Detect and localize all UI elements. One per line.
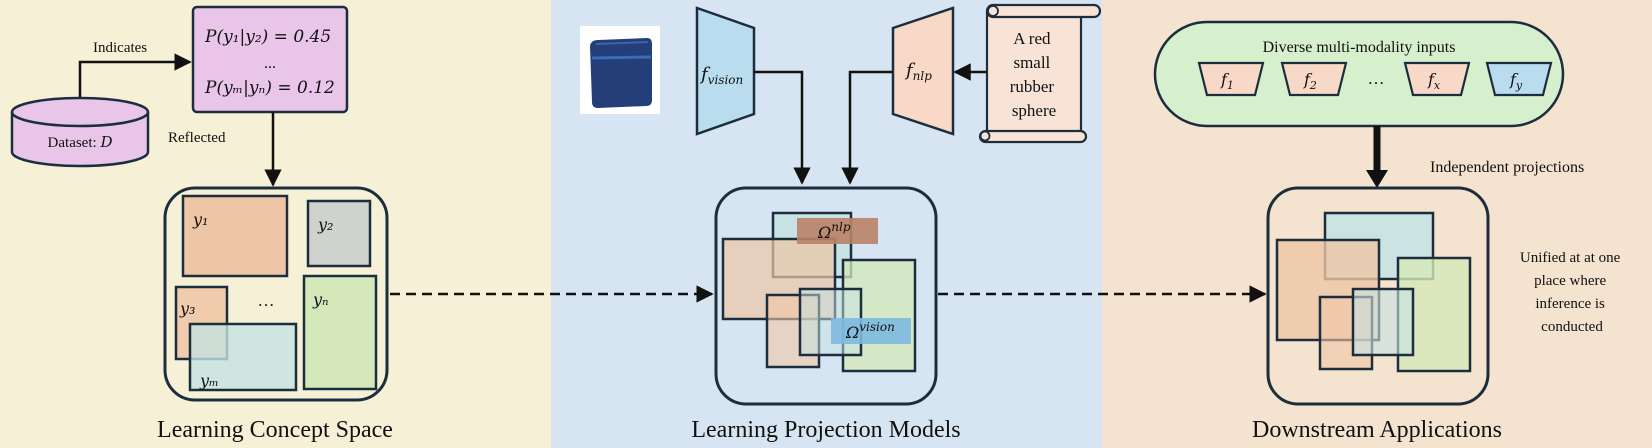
vision-encoder-trapezoid	[695, 6, 756, 136]
concept-ym-label: yₘ	[199, 371, 219, 390]
concept-y1-box	[181, 194, 289, 278]
probability-line-1: P(y₁|y₂) = 0.45	[204, 27, 331, 47]
indicates-arrow	[78, 53, 192, 97]
panel-left-title: Learning Concept Space	[157, 417, 393, 443]
concept-y1-label: y₁	[192, 210, 208, 229]
concept-y3-label: y₃	[179, 299, 195, 318]
concept-ellipsis: …	[258, 291, 275, 310]
nlp-encoder-trapezoid	[891, 6, 955, 136]
encoder-fx-trapezoid	[1403, 61, 1471, 97]
omega-nlp-region	[797, 218, 878, 244]
probability-line-2: P(yₘ|yₙ) = 0.12	[204, 78, 335, 98]
omega-vision-region	[831, 318, 911, 344]
scroll-text: A red small rubber sphere	[1010, 29, 1059, 120]
concept-yn-box	[302, 274, 378, 391]
inputs-bubble	[1153, 20, 1565, 128]
concept-space-container	[163, 186, 389, 402]
reflected-label: Reflected	[168, 130, 226, 146]
concept-y2-box	[306, 199, 372, 268]
dataset-label: Dataset: D	[48, 133, 113, 151]
panel-right-title: Downstream Applications	[1252, 417, 1502, 443]
encoder-f2-trapezoid	[1280, 61, 1348, 97]
independent-projections-arrowhead	[1366, 170, 1388, 188]
projection-space-container	[714, 186, 938, 406]
inputs-title: Diverse multi-modality inputs	[1263, 39, 1456, 56]
concept-y2-label: y₂	[317, 215, 333, 234]
vision-encoder-arrow	[754, 70, 811, 185]
concept-ym-box	[188, 322, 298, 392]
unified-space-container	[1266, 186, 1490, 406]
independent-projections-label: Independent projections	[1430, 159, 1584, 176]
concept-yn-label: yₙ	[312, 290, 329, 309]
encoder-fy-trapezoid	[1485, 61, 1553, 97]
encoder-f1-trapezoid	[1197, 61, 1265, 97]
unified-label: Unified at at one place where inference …	[1520, 250, 1624, 335]
encoder-f1-label: f1	[1220, 70, 1234, 92]
encoder-fy-label: fy	[1509, 70, 1523, 92]
encoder-ellipsis: …	[1368, 69, 1385, 88]
text-scroll	[978, 3, 1102, 144]
unified-box-center	[1351, 287, 1415, 357]
dataset-cylinder: Dataset: D	[10, 96, 150, 168]
cube-image	[580, 26, 660, 114]
omega-vision-label: Ωvision	[845, 320, 895, 342]
encoder-fx-label: fx	[1427, 70, 1441, 92]
panel-middle-title: Learning Projection Models	[691, 417, 960, 443]
nlp-encoder-arrow	[841, 70, 893, 185]
omega-nlp-label: Ωnlp	[817, 220, 851, 242]
indicates-label: Indicates	[93, 40, 147, 56]
probability-box	[191, 5, 349, 114]
encoder-f2-label: f2	[1303, 70, 1317, 92]
probability-ellipsis: ...	[264, 55, 276, 72]
